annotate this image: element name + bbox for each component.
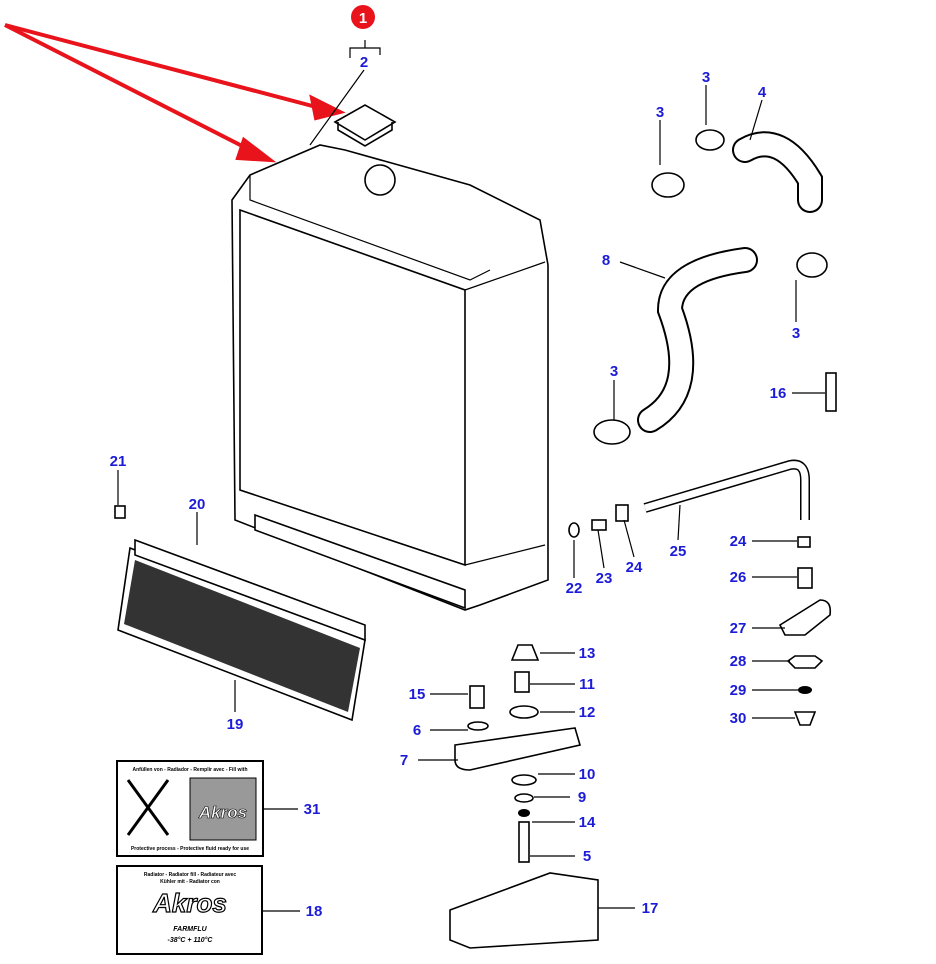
hose-25	[644, 461, 809, 520]
radiator-cap	[333, 104, 397, 147]
part-labels: 2 3 3 4 3 8 3 16 21 20 19 22 23 24 25 24…	[110, 54, 801, 920]
svg-text:21: 21	[110, 453, 127, 470]
svg-text:24: 24	[626, 559, 643, 576]
svg-text:Anfüllen von - Radiador - Remp: Anfüllen von - Radiador - Remplir avec -…	[132, 767, 247, 773]
svg-text:9: 9	[578, 789, 586, 806]
svg-text:17: 17	[642, 900, 659, 917]
svg-text:2: 2	[360, 54, 368, 71]
small-parts	[114, 504, 832, 949]
svg-text:31: 31	[304, 801, 321, 818]
hose-4	[734, 133, 821, 211]
svg-text:13: 13	[579, 645, 596, 662]
svg-text:18: 18	[306, 903, 323, 920]
svg-text:3: 3	[656, 104, 664, 121]
svg-text:Protective process - Protectiv: Protective process - Protective fluid re…	[131, 846, 249, 852]
svg-text:3: 3	[792, 325, 800, 342]
svg-text:5: 5	[583, 848, 591, 865]
svg-text:FARMFLU: FARMFLU	[173, 926, 207, 933]
svg-text:30: 30	[730, 710, 747, 727]
svg-text:Radiator - Radiator fill - Rad: Radiator - Radiator fill - Radiateur ave…	[144, 872, 236, 878]
svg-text:29: 29	[730, 682, 747, 699]
svg-text:25: 25	[670, 543, 687, 560]
svg-text:Akros: Akros	[152, 888, 227, 918]
svg-text:14: 14	[579, 814, 596, 831]
part-16	[825, 372, 837, 412]
svg-text:22: 22	[566, 580, 583, 597]
svg-text:12: 12	[579, 704, 596, 721]
svg-text:26: 26	[730, 569, 747, 586]
svg-text:19: 19	[227, 716, 244, 733]
red-arrows	[4, 23, 346, 163]
svg-text:4: 4	[758, 84, 767, 101]
svg-text:8: 8	[602, 252, 610, 269]
svg-text:27: 27	[730, 620, 747, 637]
decal-31: Anfüllen von - Radiador - Remplir avec -…	[116, 760, 264, 857]
svg-text:1: 1	[359, 10, 367, 27]
svg-text:10: 10	[579, 766, 596, 783]
svg-text:23: 23	[596, 570, 613, 587]
svg-text:20: 20	[189, 496, 206, 513]
svg-text:16: 16	[770, 385, 787, 402]
decal-18: Radiator - Radiator fill - Radiateur ave…	[116, 865, 263, 955]
svg-text:-38°C + 110°C: -38°C + 110°C	[168, 936, 214, 944]
svg-text:7: 7	[400, 752, 408, 769]
radiator	[231, 144, 549, 611]
svg-text:3: 3	[610, 363, 618, 380]
callout-1: 1	[351, 5, 375, 29]
svg-text:15: 15	[409, 686, 426, 703]
leader-lines	[117, 69, 825, 912]
svg-text:24: 24	[730, 533, 747, 550]
hose-8	[639, 249, 756, 431]
svg-text:11: 11	[579, 676, 595, 693]
svg-text:28: 28	[730, 653, 747, 670]
svg-text:6: 6	[413, 722, 421, 739]
svg-text:Akros: Akros	[198, 803, 247, 822]
svg-text:Kühler mit - Radiator con: Kühler mit - Radiator con	[160, 879, 220, 885]
hose-clamps	[593, 129, 828, 445]
svg-text:3: 3	[702, 69, 710, 86]
grille-screen	[117, 538, 366, 722]
